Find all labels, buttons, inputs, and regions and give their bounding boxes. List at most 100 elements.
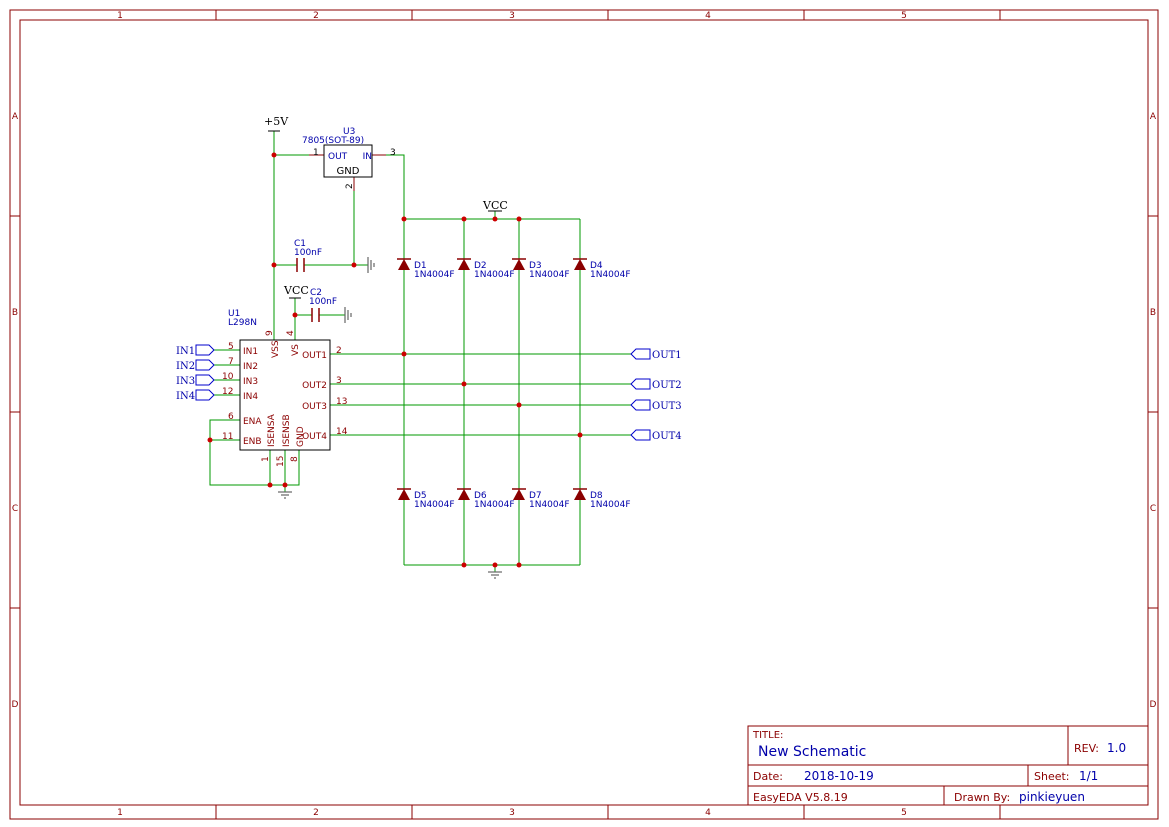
net-port-in2[interactable]: IN2 — [176, 359, 215, 372]
u1-pin-name: OUT2 — [302, 381, 327, 391]
u1-pin-name: ISENSA — [267, 413, 277, 447]
diode-d1[interactable]: D1 1N4004F — [397, 258, 455, 280]
driver-u1[interactable]: U1 L298N IN1 IN2 IN3 IN4 ENA ENB 5 7 10 … — [222, 309, 348, 467]
u1-pin-num: 8 — [290, 456, 300, 462]
net-port-out3[interactable]: OUT3 — [630, 399, 682, 412]
diode-value: 1N4004F — [590, 270, 631, 280]
u1-value: L298N — [228, 318, 257, 328]
diode-value: 1N4004F — [529, 500, 570, 510]
power-vcc-rail: VCC — [482, 199, 508, 212]
column-label: 5 — [901, 11, 907, 21]
row-label: A — [12, 112, 19, 122]
column-label: 2 — [313, 808, 319, 818]
u1-pin-name: OUT1 — [302, 351, 327, 361]
diode-d3[interactable]: D3 1N4004F — [512, 258, 570, 280]
u3-pin-gnd-name: GND — [337, 166, 360, 177]
column-label: 5 — [901, 808, 907, 818]
row-label: C — [12, 504, 18, 514]
u1-ref: U1 — [228, 309, 240, 319]
u1-pin-name: IN4 — [243, 392, 258, 402]
u1-pin-num: 12 — [222, 387, 233, 397]
title-block: TITLE: New Schematic REV: 1.0 Date: 2018… — [747, 725, 1149, 806]
net-port-label: IN4 — [176, 391, 195, 402]
u1-pin-num: 13 — [336, 397, 347, 407]
row-label: B — [1150, 308, 1156, 318]
net-port-in3[interactable]: IN3 — [176, 374, 215, 387]
diode-d6[interactable]: D6 1N4004F — [457, 488, 515, 510]
capacitor-c1[interactable]: C1 100nF — [294, 239, 322, 272]
u1-pin-name: VS — [291, 344, 301, 356]
u3-pin-out-name: OUT — [328, 152, 348, 162]
frame-zone-labels: 1 2 3 4 5 1 2 3 4 5 A B C D A B C D — [12, 11, 1157, 818]
drawn-by-label: Drawn By: — [954, 791, 1010, 804]
diode-ref: D4 — [590, 261, 603, 271]
sheet-label: Sheet: — [1034, 770, 1070, 783]
diode-ref: D8 — [590, 491, 603, 501]
ground-symbol — [278, 491, 292, 499]
row-label: D — [1150, 700, 1157, 710]
u1-pin-num: 5 — [228, 342, 234, 352]
u1-pin-name: ENB — [243, 437, 262, 447]
u1-pin-num: 11 — [222, 432, 233, 442]
diode-value: 1N4004F — [474, 270, 515, 280]
diode-d7[interactable]: D7 1N4004F — [512, 488, 570, 510]
capacitor-c2[interactable]: C2 100nF — [309, 288, 337, 322]
u1-pin-name: ENA — [243, 417, 262, 427]
u1-pin-num: 10 — [222, 372, 234, 382]
diode-value: 1N4004F — [414, 270, 455, 280]
u1-pin-num: 4 — [286, 330, 296, 336]
date-label: Date: — [753, 770, 783, 783]
u1-pin-name: ISENSB — [282, 414, 292, 447]
net-port-label: IN1 — [176, 346, 195, 357]
diode-value: 1N4004F — [590, 500, 631, 510]
u3-pin-num: 3 — [390, 148, 396, 158]
title-label: TITLE: — [752, 730, 783, 741]
net-port-out2[interactable]: OUT2 — [630, 378, 682, 391]
diode-d2[interactable]: D2 1N4004F — [457, 258, 515, 280]
u1-pin-num: 2 — [336, 346, 342, 356]
net-port-label: OUT2 — [652, 380, 682, 391]
u1-pin-num: 9 — [265, 330, 275, 336]
u1-pin-name: VSS — [271, 340, 281, 358]
sheet-frame — [9, 9, 1159, 820]
column-label: 2 — [313, 11, 319, 21]
drawn-by-value: pinkieyuen — [1019, 790, 1085, 804]
net-port-in4[interactable]: IN4 — [176, 389, 215, 402]
diode-d8[interactable]: D8 1N4004F — [573, 488, 631, 510]
sheet-value: 1/1 — [1079, 769, 1098, 783]
regulator-u3[interactable]: U3 7805(SOT-89) OUT IN GND 1 3 2 — [302, 127, 396, 191]
net-port-label: OUT4 — [652, 431, 682, 442]
rev-value: 1.0 — [1107, 741, 1126, 755]
net-port-out4[interactable]: OUT4 — [630, 429, 682, 442]
wires — [209, 131, 631, 572]
c1-ref: C1 — [294, 239, 306, 249]
u1-pin-num: 14 — [336, 427, 348, 437]
c2-value: 100nF — [309, 297, 337, 307]
u1-pin-num: 1 — [261, 456, 271, 462]
ground-symbol — [367, 257, 375, 273]
row-label: D — [12, 700, 19, 710]
u3-pin-num: 1 — [313, 148, 319, 158]
ground-symbol — [488, 571, 502, 579]
u1-pin-name: OUT3 — [302, 402, 327, 412]
output-ports: OUT1 OUT2 OUT3 OUT4 — [630, 348, 682, 442]
column-label: 4 — [705, 808, 711, 818]
column-label: 1 — [117, 808, 123, 818]
diode-d5[interactable]: D5 1N4004F — [397, 488, 455, 510]
diode-ref: D2 — [474, 261, 487, 271]
power-5v-label: +5V — [264, 115, 289, 128]
net-port-out1[interactable]: OUT1 — [630, 348, 682, 361]
u3-ref: U3 — [343, 127, 355, 137]
diode-d4[interactable]: D4 1N4004F — [573, 258, 631, 280]
row-label: B — [12, 308, 18, 318]
u1-pin-num: 7 — [228, 357, 234, 367]
power-vcc-label: VCC — [482, 199, 508, 212]
diode-value: 1N4004F — [474, 500, 515, 510]
diode-ref: D5 — [414, 491, 427, 501]
input-ports: IN1 IN2 IN3 IN4 — [176, 344, 215, 402]
net-port-in1[interactable]: IN1 — [176, 344, 215, 357]
net-port-label: OUT3 — [652, 401, 682, 412]
junctions — [207, 152, 583, 568]
column-label: 4 — [705, 11, 711, 21]
